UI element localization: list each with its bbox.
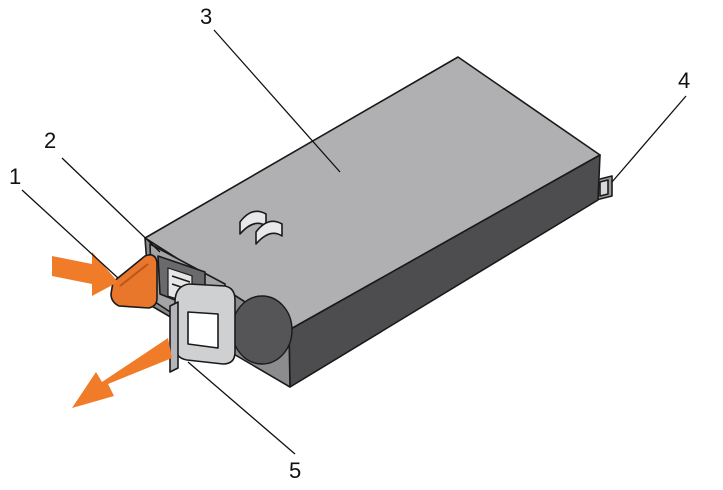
top-label-mark	[239, 210, 283, 245]
callout-5: 5	[289, 458, 301, 483]
release-tab-icon	[110, 254, 158, 309]
handle-icon	[169, 283, 236, 373]
push-direction-arrow-icon	[52, 252, 118, 296]
leader-4	[611, 95, 687, 183]
psu-fan-vent	[231, 295, 293, 365]
pull-direction-arrow-icon	[72, 338, 172, 408]
callout-3: 3	[200, 4, 212, 29]
callout-1: 1	[9, 164, 21, 189]
leader-2	[61, 157, 161, 253]
leader-3	[213, 29, 341, 173]
callout-2: 2	[44, 128, 56, 153]
leader-lines	[21, 29, 687, 455]
leader-1	[21, 189, 119, 279]
callout-4: 4	[678, 68, 690, 93]
leader-5	[187, 361, 296, 455]
rear-connector	[595, 175, 613, 201]
